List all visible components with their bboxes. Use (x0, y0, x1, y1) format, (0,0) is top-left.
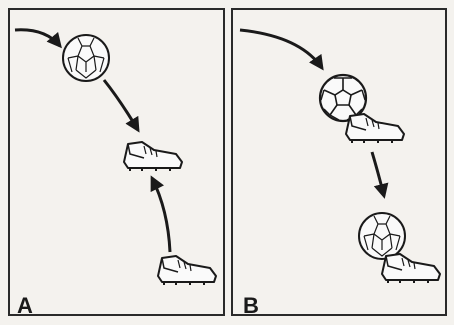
football-icon (359, 213, 405, 259)
panel-a-label: A (17, 293, 33, 319)
football-icon (63, 35, 109, 81)
panel-b-label: B (243, 293, 259, 319)
